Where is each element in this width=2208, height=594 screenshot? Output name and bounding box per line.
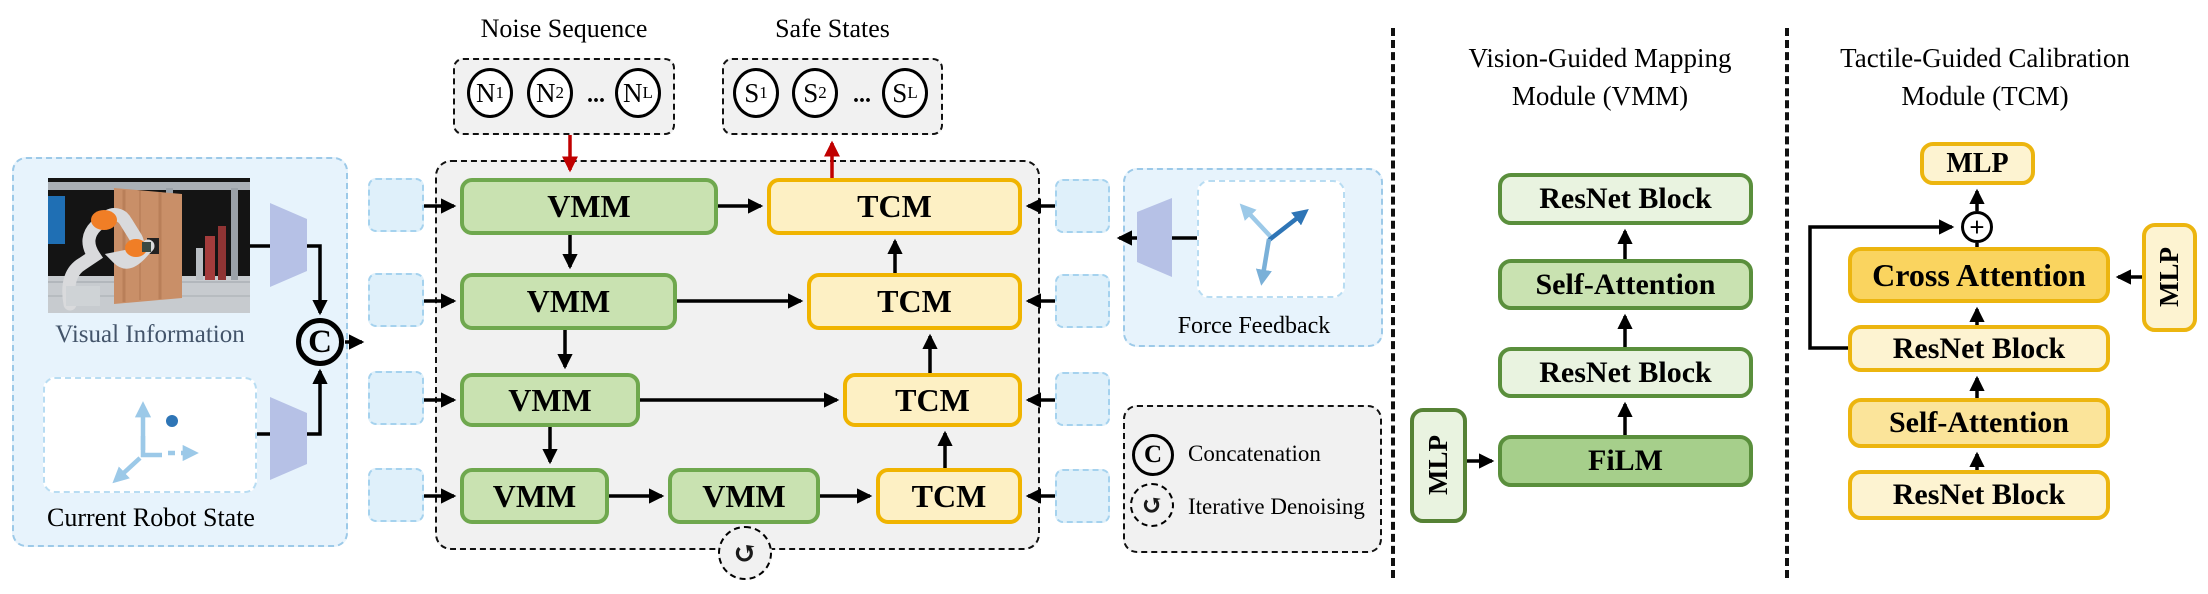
photo-frame-rail xyxy=(48,182,250,190)
vmm-block-row1: VMM xyxy=(460,178,718,235)
tcm-block-row2: TCM xyxy=(807,273,1022,330)
tcm-panel-title-line1: Tactile-Guided Calibration xyxy=(1840,43,2130,73)
noise-ellipsis: ... xyxy=(587,81,605,108)
vmm-resnet-block-mid: ResNet Block xyxy=(1498,347,1753,398)
vmm-self-attention: Self-Attention xyxy=(1498,259,1753,310)
photo-end-effector xyxy=(142,242,151,252)
photo-red-tool xyxy=(205,236,215,280)
latent-square-right-3 xyxy=(1055,372,1110,426)
visual-information-label: Visual Information xyxy=(55,321,245,348)
latent-square-right-1 xyxy=(1055,179,1110,233)
vmm-block-row4a: VMM xyxy=(460,468,609,524)
noise-node-1-label: N xyxy=(476,77,496,108)
tcm-panel-title-line2: Module (TCM) xyxy=(1901,81,2069,111)
legend-denoising-label: Iterative Denoising xyxy=(1188,494,1365,519)
tcm-block-row3: TCM xyxy=(843,373,1022,427)
vmm-resnet-block-top: ResNet Block xyxy=(1498,173,1753,225)
latent-square-left-4 xyxy=(368,468,424,522)
latent-square-left-2 xyxy=(368,273,424,327)
vmm-film-block: FiLM xyxy=(1498,435,1753,487)
force-feedback-label: Force Feedback xyxy=(1177,312,1331,339)
latent-square-left-3 xyxy=(368,371,424,425)
tcm-residual-add: + xyxy=(1961,211,1993,243)
divider-left xyxy=(1391,28,1395,578)
tcm-block-row1: TCM xyxy=(767,178,1022,235)
tcm-self-attention: Self-Attention xyxy=(1848,398,2110,448)
current-robot-state-label: Current Robot State xyxy=(47,503,255,532)
tcm-cross-attention: Cross Attention xyxy=(1848,247,2110,303)
vmm-panel-title-line1: Vision-Guided Mapping xyxy=(1468,43,1732,73)
vmm-block-row3: VMM xyxy=(460,373,640,427)
tcm-mlp-side-input: MLP xyxy=(2142,223,2197,332)
divider-right xyxy=(1785,28,1789,578)
photo-blue-object xyxy=(48,196,65,244)
latent-square-right-2 xyxy=(1055,274,1110,328)
vmm-panel-title-line2: Module (VMM) xyxy=(1511,81,1689,111)
photo-robot-joint xyxy=(91,210,117,230)
legend-box xyxy=(1123,405,1382,553)
tcm-mlp-output: MLP xyxy=(1920,142,2035,185)
safe-states-title: Safe States xyxy=(775,14,890,43)
legend-concatenation-label: Concatenation xyxy=(1188,441,1321,466)
force-vector-box xyxy=(1197,180,1345,298)
robot-state-box xyxy=(43,377,257,493)
legend-concatenation-icon: C xyxy=(1132,434,1174,476)
noise-sequence-title: Noise Sequence xyxy=(480,14,648,43)
vmm-block-row2: VMM xyxy=(460,273,677,330)
latent-square-right-4 xyxy=(1055,469,1110,523)
tcm-block-row4: TCM xyxy=(876,468,1022,524)
robot-photo xyxy=(48,178,250,313)
photo-robot-arm xyxy=(62,208,155,311)
tcm-resnet-block-lower: ResNet Block xyxy=(1848,470,2110,520)
vmm-mlp-input: MLP xyxy=(1410,408,1467,523)
vmm-block-row4b: VMM xyxy=(668,468,820,524)
safe-ellipsis: ... xyxy=(853,81,871,108)
tcm-resnet-block-upper: ResNet Block xyxy=(1848,325,2110,372)
latent-square-left-1 xyxy=(368,178,424,232)
iterative-denoising-icon: ↺ xyxy=(718,526,772,580)
concatenation-node: C xyxy=(296,318,344,366)
legend-denoising-icon: ↺ xyxy=(1130,483,1174,527)
